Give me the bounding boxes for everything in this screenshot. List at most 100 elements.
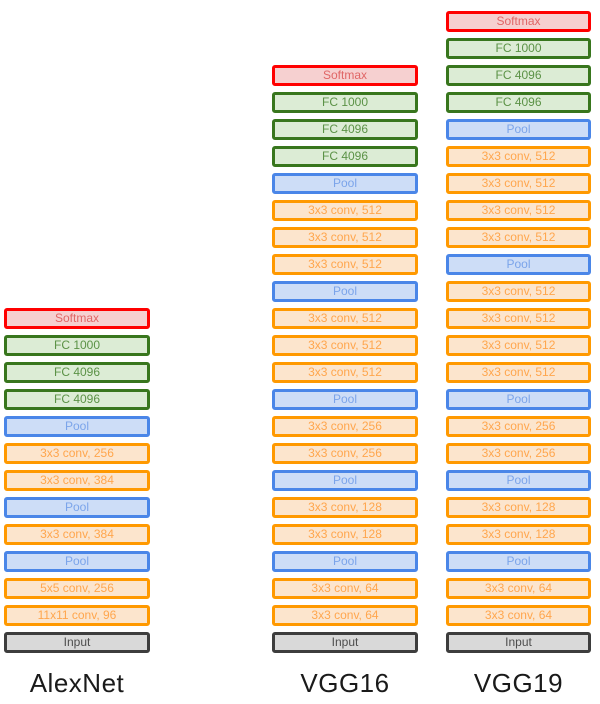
layer-label: Pool: [332, 473, 358, 487]
layer-label: 3x3 conv, 512: [481, 203, 556, 217]
layer-box-conv: 3x3 conv, 512: [272, 335, 418, 356]
layer-box-pool: Pool: [272, 389, 418, 410]
layer-label: 3x3 conv, 256: [40, 446, 114, 460]
layer-box-conv: 3x3 conv, 512: [272, 254, 418, 275]
layer-label: 3x3 conv, 64: [484, 608, 553, 622]
layer-label: 3x3 conv, 384: [40, 473, 114, 487]
layer-box-conv: 3x3 conv, 256: [446, 416, 591, 437]
layer-box-conv: 3x3 conv, 256: [272, 443, 418, 464]
layer-box-conv: 5x5 conv, 256: [4, 578, 150, 599]
layer-box-pool: Pool: [4, 497, 150, 518]
layer-label: 3x3 conv, 512: [481, 176, 556, 190]
layer-label: 3x3 conv, 512: [308, 338, 382, 352]
layer-box-fc: FC 1000: [4, 335, 150, 356]
layer-label: 3x3 conv, 128: [308, 527, 382, 541]
layer-box-conv: 3x3 conv, 256: [4, 443, 150, 464]
layer-label: Pool: [506, 257, 531, 271]
layer-box-conv: 3x3 conv, 64: [446, 605, 591, 626]
layer-label: 3x3 conv, 512: [481, 284, 556, 298]
layer-box-conv: 3x3 conv, 128: [272, 524, 418, 545]
layer-label: FC 4096: [321, 149, 369, 163]
layer-label: 3x3 conv, 128: [481, 527, 556, 541]
layer-box-pool: Pool: [446, 119, 591, 140]
layer-box-pool: Pool: [272, 281, 418, 302]
layer-label: 3x3 conv, 512: [308, 365, 382, 379]
layer-box-conv: 3x3 conv, 512: [446, 200, 591, 221]
layer-box-conv: 3x3 conv, 384: [4, 524, 150, 545]
layer-label: 3x3 conv, 64: [311, 608, 379, 622]
layer-box-conv: 3x3 conv, 512: [272, 362, 418, 383]
layer-box-conv: 3x3 conv, 512: [446, 362, 591, 383]
layer-label: 3x3 conv, 64: [484, 581, 553, 595]
layer-label: FC 4096: [53, 392, 101, 406]
layer-label: FC 4096: [321, 122, 369, 136]
layer-label: 3x3 conv, 512: [481, 230, 556, 244]
layer-label: 3x3 conv, 512: [481, 338, 556, 352]
layer-box-conv: 3x3 conv, 64: [272, 578, 418, 599]
column-title-vgg16: VGG16: [300, 668, 390, 698]
layer-box-conv: 3x3 conv, 512: [446, 308, 591, 329]
layer-box-fc: FC 4096: [4, 389, 150, 410]
layer-label: 3x3 conv, 128: [481, 500, 556, 514]
layer-box-conv: 3x3 conv, 256: [446, 443, 591, 464]
layer-box-conv: 3x3 conv, 384: [4, 470, 150, 491]
layer-label: Input: [331, 635, 359, 649]
layer-label: Input: [63, 635, 91, 649]
layer-box-conv: 3x3 conv, 64: [272, 605, 418, 626]
layer-box-pool: Pool: [272, 551, 418, 572]
layer-box-fc: FC 4096: [446, 65, 591, 86]
layer-box-conv: 3x3 conv, 512: [446, 335, 591, 356]
layer-label: 3x3 conv, 128: [308, 500, 382, 514]
layer-box-input: Input: [446, 632, 591, 653]
layer-label: 3x3 conv, 512: [481, 365, 556, 379]
layer-box-conv: 3x3 conv, 64: [446, 578, 591, 599]
layer-label: 3x3 conv, 512: [481, 149, 556, 163]
layer-box-input: Input: [4, 632, 150, 653]
layer-box-fc: FC 4096: [446, 92, 591, 113]
layer-label: 3x3 conv, 256: [481, 419, 556, 433]
layer-label: FC 1000: [53, 338, 101, 352]
layer-box-pool: Pool: [446, 551, 591, 572]
layer-label: Pool: [64, 554, 90, 568]
layer-box-conv: 3x3 conv, 512: [272, 200, 418, 221]
layer-box-conv: 3x3 conv, 256: [272, 416, 418, 437]
layer-label: Pool: [64, 419, 90, 433]
layer-box-pool: Pool: [272, 173, 418, 194]
layer-label: Pool: [506, 122, 531, 136]
layer-label: Softmax: [496, 14, 541, 28]
layer-label: FC 1000: [321, 95, 369, 109]
layer-box-pool: Pool: [4, 551, 150, 572]
layer-box-conv: 3x3 conv, 128: [272, 497, 418, 518]
layer-box-pool: Pool: [4, 416, 150, 437]
layer-box-fc: FC 4096: [4, 362, 150, 383]
layer-box-fc: FC 1000: [272, 92, 418, 113]
layer-label: Input: [505, 635, 532, 649]
layer-label: 3x3 conv, 64: [311, 581, 379, 595]
layer-box-conv: 11x11 conv, 96: [4, 605, 150, 626]
layer-label: 3x3 conv, 512: [308, 257, 382, 271]
layer-box-pool: Pool: [446, 470, 591, 491]
column-title-vgg19: VGG19: [473, 668, 564, 698]
layer-label: Pool: [332, 284, 358, 298]
layer-box-conv: 3x3 conv, 128: [446, 497, 591, 518]
layer-label: 3x3 conv, 512: [481, 311, 556, 325]
layer-label: 5x5 conv, 256: [40, 581, 114, 595]
layer-box-softmax: Softmax: [446, 11, 591, 32]
layer-label: Softmax: [54, 311, 99, 325]
layer-box-input: Input: [272, 632, 418, 653]
layer-label: 3x3 conv, 256: [308, 446, 382, 460]
layer-label: 3x3 conv, 256: [308, 419, 382, 433]
layer-label: FC 4096: [495, 68, 542, 82]
layer-box-pool: Pool: [446, 389, 591, 410]
layer-box-conv: 3x3 conv, 512: [446, 227, 591, 248]
layer-label: Pool: [332, 176, 358, 190]
layer-label: Pool: [64, 500, 90, 514]
column-title-alexnet: AlexNet: [29, 668, 125, 698]
layer-label: FC 4096: [495, 95, 542, 109]
layer-box-conv: 3x3 conv, 512: [446, 146, 591, 167]
